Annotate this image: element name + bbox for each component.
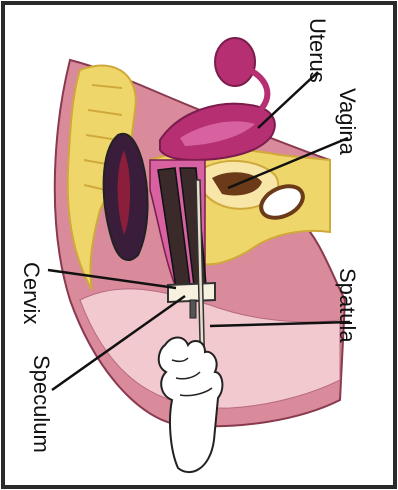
label-cervix: Cervix: [19, 262, 44, 324]
label-speculum: Speculum: [29, 355, 54, 453]
label-uterus: Uterus: [305, 18, 330, 83]
label-spatula: Spatula: [335, 268, 360, 343]
ovary: [215, 38, 255, 86]
speculum-screw: [190, 300, 196, 318]
speculum-handle: [168, 283, 215, 302]
label-vagina: Vagina: [335, 88, 360, 156]
